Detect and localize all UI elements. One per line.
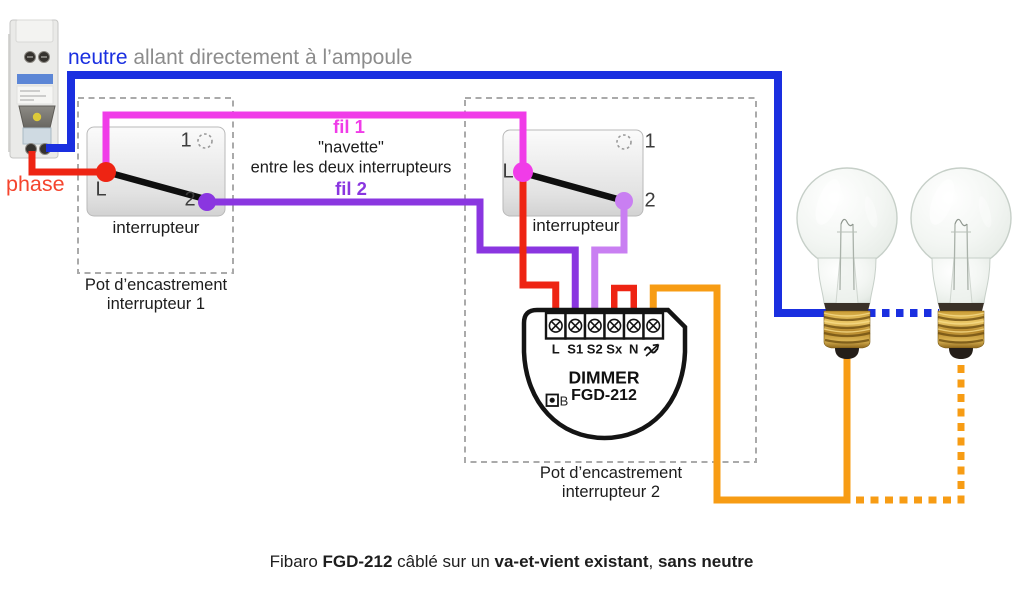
pot-encastrement-2-box xyxy=(464,97,757,463)
wire-fil2-shuttle xyxy=(207,198,579,318)
navette-label: "navette" xyxy=(318,138,384,157)
caption-bold2: sans neutre xyxy=(657,552,754,571)
phase-label: phase xyxy=(6,172,65,196)
pot2-line1: Pot d’encastrement xyxy=(539,464,683,482)
switch1-label: interrupteur xyxy=(112,218,200,237)
dimmer-terminal-s2: S2 xyxy=(586,341,603,357)
switch2-terminal-l-label: L xyxy=(502,160,514,183)
junction-dot-switch2-l xyxy=(513,162,533,182)
terminal-block xyxy=(544,311,665,340)
between-switches-label: entre les deux interrupteurs xyxy=(250,158,452,177)
dimmer-model: FGD-212 xyxy=(571,387,637,404)
load-wave-arrow-icon xyxy=(643,343,660,357)
fil1-label: fil 1 xyxy=(333,116,365,137)
dimmer-terminal-sx: Sx xyxy=(606,341,623,357)
dimmer-terminal-s1: S1 xyxy=(567,341,584,357)
bulb-1 xyxy=(795,166,899,361)
pot1-line2: interrupteur 1 xyxy=(106,294,206,313)
wire-neutral xyxy=(46,71,826,317)
switch-1-lever xyxy=(106,169,209,203)
wire-load xyxy=(649,284,851,504)
caption: Fibaro FGD-212 câblé sur un va-et-vient … xyxy=(0,552,1023,572)
neutral-word: neutre xyxy=(68,46,128,69)
caption-part1: Fibaro xyxy=(269,552,323,571)
pot1-line1: Pot d’encastrement xyxy=(84,276,228,294)
wire-load-dotted xyxy=(856,360,965,504)
caption-model: FGD-212 xyxy=(322,552,393,571)
circuit-breaker-icon xyxy=(8,19,59,159)
wire-fil1-shuttle xyxy=(102,111,527,172)
service-button-icon xyxy=(545,393,559,407)
pot1-label: Pot d’encastrement interrupteur 1 xyxy=(85,276,227,313)
switch2-label: interrupteur xyxy=(532,216,620,235)
junction-dot-switch2-2 xyxy=(615,192,633,210)
pot2-line2: interrupteur 2 xyxy=(561,482,661,501)
switch-2-indicator-circle-icon xyxy=(616,134,632,150)
fil2-label: fil 2 xyxy=(335,178,367,199)
dimmer-name: DIMMER xyxy=(568,367,640,388)
wire-bridge-sx-n xyxy=(611,284,637,318)
switch-2-lever xyxy=(523,170,625,204)
wire-switch2-to-dimmer-l xyxy=(519,172,560,318)
switch2-terminal-2-label: 2 xyxy=(644,189,656,212)
wire-switch2-to-s2 xyxy=(591,201,628,318)
junction-dot-switch1-l xyxy=(96,162,116,182)
switch1-terminal-2-label: 2 xyxy=(184,188,196,211)
switch1-terminal-l-label: L xyxy=(95,178,107,201)
caption-part3: , xyxy=(648,552,658,571)
dimmer-module xyxy=(521,307,688,441)
dimmer-service-button-label: B xyxy=(559,393,569,409)
wire-phase xyxy=(28,151,106,176)
caption-bold1: va-et-vient existant xyxy=(494,552,649,571)
screw-terminal-icons xyxy=(548,318,661,333)
switch2-terminal-1-label: 1 xyxy=(644,130,656,153)
pot2-label: Pot d’encastrement interrupteur 2 xyxy=(540,464,682,501)
switch-1-indicator-circle-icon xyxy=(197,133,213,149)
junction-dot-switch1-2 xyxy=(198,193,216,211)
pot-encastrement-1-box xyxy=(77,97,234,274)
caption-part2: câblé sur un xyxy=(392,552,495,571)
dimmer-terminal-n: N xyxy=(629,341,639,357)
bulb-2 xyxy=(909,166,1013,361)
switch1-terminal-1-label: 1 xyxy=(180,129,192,152)
neutral-annotation: neutre allant directement à l’ampoule xyxy=(68,46,412,70)
dimmer-terminal-l: L xyxy=(551,341,560,357)
neutral-rest: allant directement à l’ampoule xyxy=(127,46,413,69)
